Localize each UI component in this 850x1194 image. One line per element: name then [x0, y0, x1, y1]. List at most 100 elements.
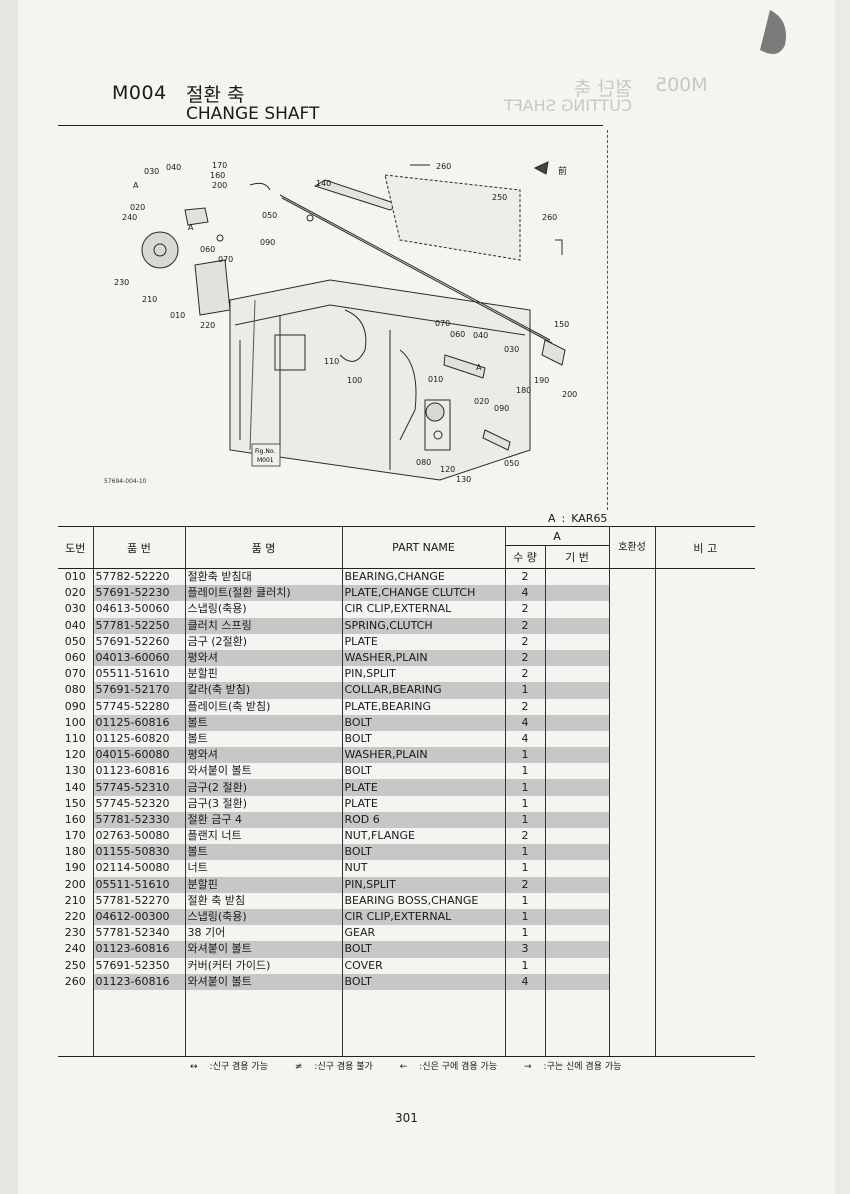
legend-item: ↔:신구 겸용 가능 [190, 1062, 268, 1072]
row-no: 010 [64, 570, 86, 584]
row-qty: 2 [504, 601, 545, 618]
row-compat [608, 568, 655, 586]
row-part-name: BOLT [341, 763, 505, 780]
row-remarks [654, 747, 755, 764]
col-header-serial: 기 번 [544, 545, 609, 569]
row-compat [608, 860, 655, 877]
row-name-kr: 플레이트(절환 클러치) [184, 585, 342, 602]
row-serial [544, 957, 609, 974]
row-name-kr: 절환축 받침대 [184, 568, 342, 586]
row-remarks [654, 617, 755, 634]
row-part-name: SPRING,CLUTCH [341, 617, 505, 634]
empty-cell [58, 989, 93, 1057]
row-compat [608, 633, 655, 650]
svg-text:260: 260 [436, 162, 451, 171]
row-part-name: BOLT [341, 941, 505, 958]
row-part-name: NUT,FLANGE [341, 828, 505, 845]
row-no: 070 [64, 667, 86, 681]
row-compat [608, 908, 655, 926]
empty-cell [504, 989, 545, 1057]
empty-cell [341, 989, 505, 1057]
row-name-kr: 플레이트(축 받침) [184, 698, 342, 715]
row-part-no: 04013-60060 [92, 649, 185, 667]
figure-id: 57694-004-10 [104, 478, 147, 485]
row-qty: 2 [504, 633, 545, 650]
row-remarks [654, 714, 755, 731]
row-no: 210 [64, 893, 86, 907]
row-no: 250 [64, 958, 86, 972]
svg-text:120: 120 [440, 465, 455, 474]
row-compat [608, 747, 655, 764]
svg-text:190: 190 [534, 376, 549, 385]
row-serial [544, 811, 609, 828]
row-compat [608, 682, 655, 699]
row-serial [544, 666, 609, 683]
svg-text:050: 050 [504, 459, 519, 468]
svg-text:240: 240 [122, 213, 137, 222]
row-remarks [654, 892, 755, 909]
row-name-kr: 볼트 [184, 730, 342, 748]
empty-cell [92, 989, 185, 1057]
row-qty: 2 [504, 828, 545, 845]
legend-item: ←:신은 구에 겸용 가능 [399, 1062, 498, 1072]
svg-text:090: 090 [494, 404, 509, 413]
row-remarks [654, 876, 755, 893]
row-name-kr: 분할핀 [184, 666, 342, 683]
row-compat [608, 714, 655, 731]
row-serial [544, 747, 609, 764]
svg-text:060: 060 [200, 245, 215, 254]
row-part-no: 57781-52340 [92, 925, 185, 942]
row-part-name: WASHER,PLAIN [341, 747, 505, 764]
row-compat [608, 828, 655, 845]
row-qty: 2 [504, 876, 545, 893]
row-serial [544, 892, 609, 909]
row-serial [544, 585, 609, 602]
row-qty: 1 [504, 747, 545, 764]
row-part-name: BOLT [341, 844, 505, 861]
row-remarks [654, 811, 755, 828]
row-no: 120 [64, 748, 86, 762]
row-qty: 1 [504, 779, 545, 796]
fold-line [607, 130, 608, 510]
row-serial [544, 763, 609, 780]
svg-text:130: 130 [456, 475, 471, 484]
svg-text:160: 160 [210, 171, 225, 180]
row-part-no: 04612-00300 [92, 908, 185, 926]
row-serial [544, 844, 609, 861]
row-serial [544, 633, 609, 650]
row-no: 130 [64, 764, 86, 778]
row-no: 170 [64, 829, 86, 843]
svg-text:030: 030 [504, 345, 519, 354]
row-serial [544, 908, 609, 926]
row-part-name: CIR CLIP,EXTERNAL [341, 601, 505, 618]
row-no: 030 [64, 602, 86, 616]
row-qty: 2 [504, 617, 545, 634]
row-part-no: 57745-52320 [92, 795, 185, 812]
row-no: 020 [64, 586, 86, 600]
row-remarks [654, 957, 755, 974]
row-qty: 1 [504, 892, 545, 909]
row-part-name: PLATE,CHANGE CLUTCH [341, 585, 505, 602]
row-part-no: 01123-60816 [92, 941, 185, 958]
row-part-no: 01123-60816 [92, 763, 185, 780]
row-serial [544, 860, 609, 877]
row-part-name: BEARING BOSS,CHANGE [341, 892, 505, 909]
row-qty: 1 [504, 844, 545, 861]
row-name-kr: 38 기어 [184, 925, 342, 942]
model-key: A [548, 512, 556, 525]
svg-text:200: 200 [562, 390, 577, 399]
row-serial [544, 649, 609, 667]
row-compat [608, 941, 655, 958]
row-remarks [654, 860, 755, 877]
svg-text:200: 200 [212, 181, 227, 190]
svg-text:040: 040 [166, 163, 181, 172]
